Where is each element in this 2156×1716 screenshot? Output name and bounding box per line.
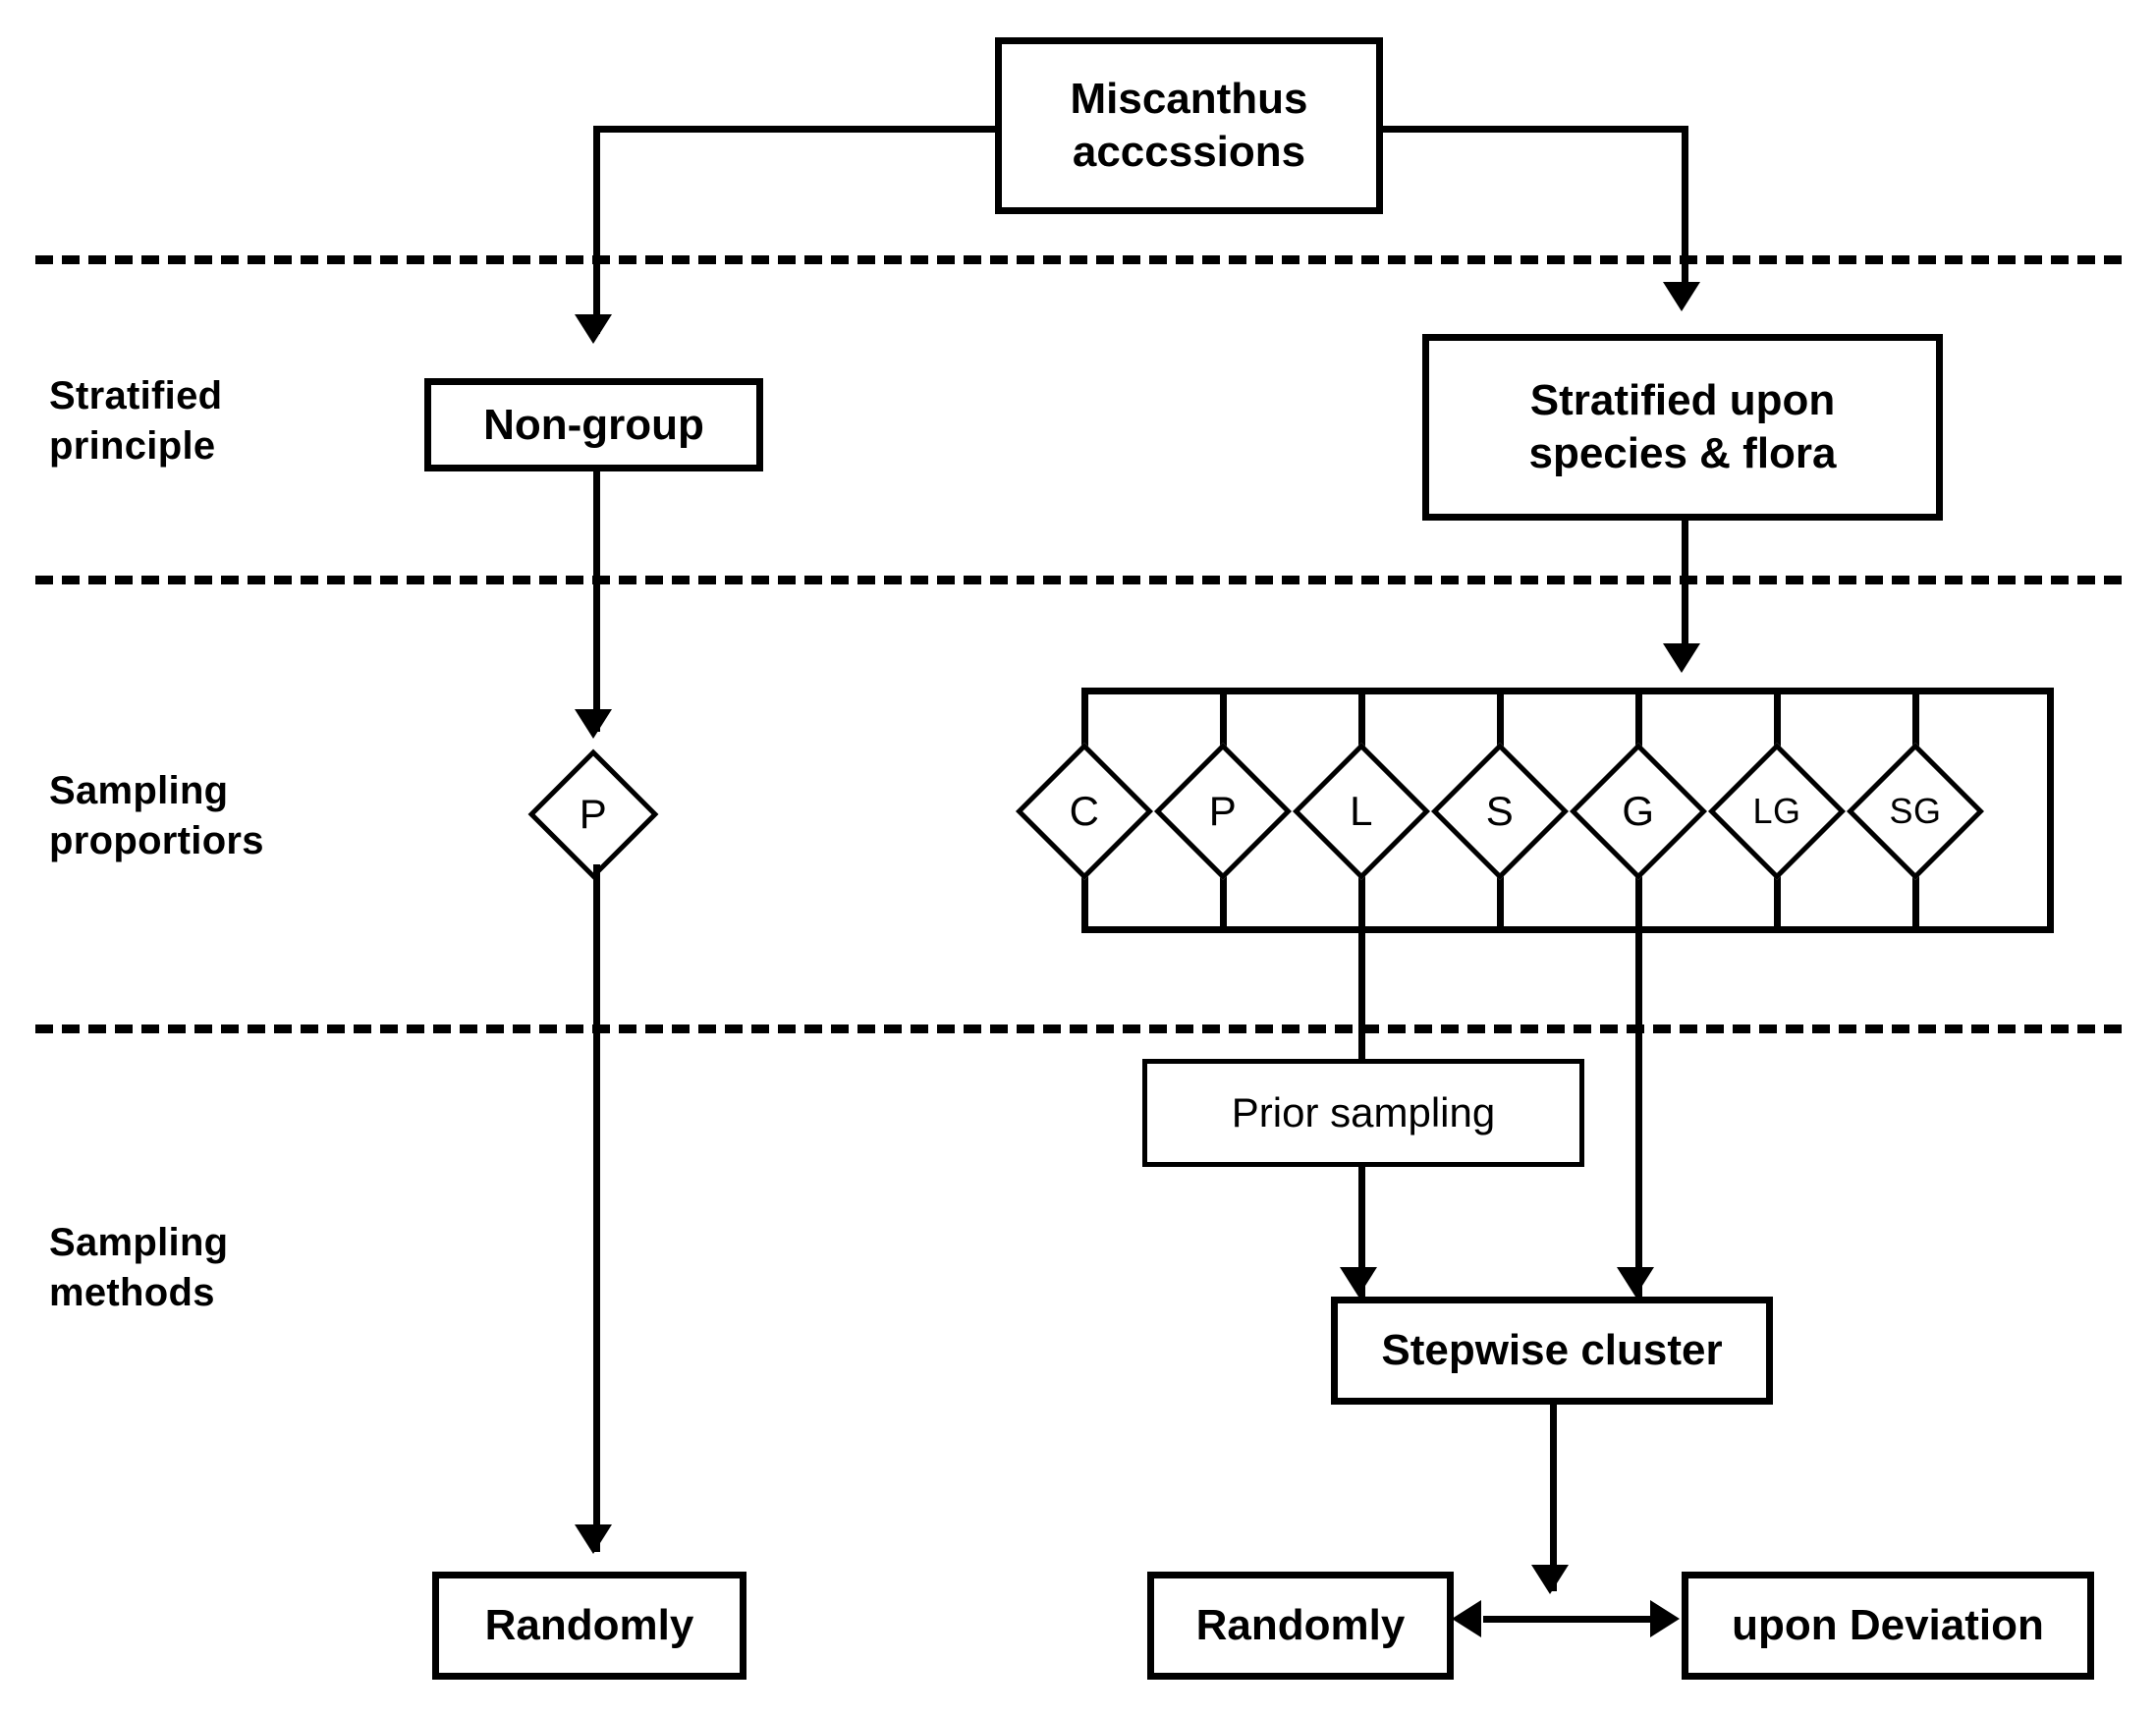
node-randomly-right[interactable]: Randomly <box>1147 1572 1454 1680</box>
connector-non-group-to-p <box>593 471 600 732</box>
diamond-strata-s[interactable]: S <box>1430 742 1570 881</box>
connector-root-to-left <box>593 126 998 133</box>
diamond-left-p[interactable]: P <box>527 748 659 880</box>
connector-choice-bidirectional <box>1483 1616 1655 1623</box>
arrowhead-to-randomly-left <box>575 1524 612 1554</box>
diamond-strata-l[interactable]: L <box>1292 742 1431 881</box>
diamond-strata-g[interactable]: G <box>1569 742 1708 881</box>
connector-right-drop <box>1682 126 1688 293</box>
arrowhead-to-upon-deviation <box>1650 1600 1680 1637</box>
connector-l-to-prior-sampling <box>1358 933 1365 1061</box>
node-stratified-upon-species-flora[interactable]: Stratified upon species & flora <box>1422 334 1943 521</box>
arrowhead-to-p-diamond <box>575 709 612 739</box>
arrowhead-to-choice <box>1531 1565 1569 1594</box>
connector-stratified-to-group <box>1682 521 1688 658</box>
arrowhead-to-non-group <box>575 314 612 344</box>
diamond-label: LG <box>1752 791 1801 831</box>
arrowhead-to-stepwise-from-prior <box>1340 1267 1377 1297</box>
connector-prior-to-stepwise <box>1358 1167 1365 1304</box>
divider-proportions <box>35 576 2122 584</box>
arrowhead-to-stratified-upon <box>1663 282 1700 311</box>
node-upon-deviation[interactable]: upon Deviation <box>1682 1572 2094 1680</box>
connector-left-drop <box>593 126 600 334</box>
connector-g-to-stepwise <box>1635 933 1642 1304</box>
node-stepwise-cluster[interactable]: Stepwise cluster <box>1331 1297 1773 1405</box>
diamond-label: G <box>1622 788 1655 834</box>
diamond-strata-lg[interactable]: LG <box>1707 742 1847 881</box>
divider-principle <box>35 255 2122 264</box>
node-miscanthus-accessions[interactable]: Miscanthus acccssions <box>995 37 1383 214</box>
node-randomly-left[interactable]: Randomly <box>432 1572 746 1680</box>
diamond-strata-p[interactable]: P <box>1153 742 1293 881</box>
diamond-label: L <box>1350 788 1373 834</box>
diamond-label: S <box>1485 788 1515 834</box>
row-label-sampling-methods: Sampling methods <box>49 1221 229 1315</box>
arrowhead-to-strata-group <box>1663 643 1700 673</box>
connector-p-to-randomly <box>593 864 600 1552</box>
diamond-label: P <box>579 791 608 837</box>
diamond-label: P <box>1208 788 1238 834</box>
row-label-sampling-proportions: Sampling proportiors <box>49 769 264 863</box>
node-prior-sampling[interactable]: Prior sampling <box>1142 1059 1584 1167</box>
diamond-strata-c[interactable]: C <box>1015 742 1154 881</box>
row-label-stratified-principle: Stratified principle <box>49 374 223 469</box>
arrowhead-to-randomly-right <box>1452 1600 1481 1637</box>
divider-methods <box>35 1024 2122 1033</box>
diamond-label: C <box>1069 788 1100 834</box>
node-non-group[interactable]: Non-group <box>424 378 763 471</box>
connector-root-to-right <box>1380 126 1685 133</box>
arrowhead-to-stepwise-from-g <box>1617 1267 1654 1297</box>
diamond-strata-sg[interactable]: SG <box>1846 742 1985 881</box>
diamond-label: SG <box>1889 791 1942 831</box>
connector-stepwise-to-choice <box>1550 1405 1557 1591</box>
